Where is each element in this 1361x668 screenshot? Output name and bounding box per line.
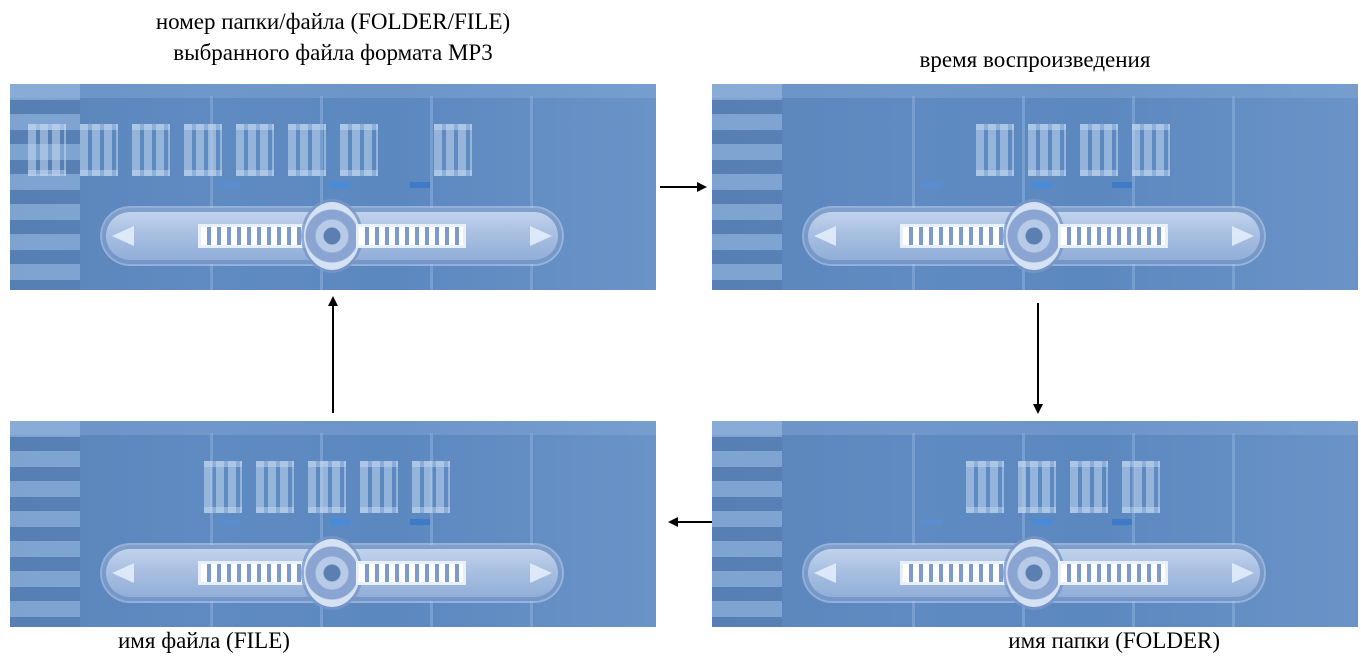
center-knob-icon [304,539,360,607]
left-arrow-icon [112,226,134,246]
display-segment-column [10,84,80,290]
display-panel-folder-name [712,421,1358,627]
caption-play-time: время воспроизведения [919,47,1151,72]
center-knob-icon [1006,539,1062,607]
display-control-bar [804,539,1264,607]
level-bar-left [198,561,308,585]
display-segment-column [10,421,80,627]
right-arrow-icon [1232,563,1254,583]
display-text-segments [24,124,494,176]
center-knob-icon [1006,202,1062,270]
display-divider [1132,96,1135,290]
display-divider [530,433,533,627]
display-text-segments [726,124,1196,176]
display-divider [1132,433,1135,627]
display-divider [430,96,433,290]
caption-folder-name: имя папки (FOLDER) [1008,628,1220,653]
display-segment-column [712,421,782,627]
left-arrow-icon [814,226,836,246]
level-bar-right [1058,224,1168,248]
display-control-bar [102,539,562,607]
level-bar-right [356,561,466,585]
display-divider [912,433,915,627]
caption-file-name: имя файла (FILE) [118,628,290,653]
display-divider [320,433,323,627]
display-divider [210,433,213,627]
display-indicators [912,182,1172,188]
level-bar-right [1058,561,1168,585]
display-divider [530,96,533,290]
display-divider [430,433,433,627]
level-bar-left [900,224,1010,248]
display-divider [1022,433,1025,627]
display-segment-column [712,84,782,290]
display-text-segments [726,461,1196,513]
caption-folder-file-number: номер папки/файла (FOLDER/FILE) выбранно… [10,6,656,68]
caption-line-1: номер папки/файла (FOLDER/FILE) [155,9,511,34]
display-panel-file-name [10,421,656,627]
display-divider [1022,96,1025,290]
display-indicators [210,519,470,525]
display-divider [1232,96,1235,290]
display-divider [912,96,915,290]
display-control-bar [102,202,562,270]
left-arrow-icon [112,563,134,583]
display-indicators [912,519,1172,525]
display-text-segments [24,461,494,513]
left-arrow-icon [814,563,836,583]
level-bar-left [900,561,1010,585]
display-divider [320,96,323,290]
center-knob-icon [304,202,360,270]
display-divider [1232,433,1235,627]
level-bar-left [198,224,308,248]
right-arrow-icon [530,226,552,246]
right-arrow-icon [1232,226,1254,246]
display-panel-play-time [712,84,1358,290]
caption-line-2: выбранного файла формата MP3 [173,40,493,65]
level-bar-right [356,224,466,248]
right-arrow-icon [530,563,552,583]
display-panel-folder-file-number [10,84,656,290]
display-indicators [210,182,470,188]
display-control-bar [804,202,1264,270]
display-divider [210,96,213,290]
